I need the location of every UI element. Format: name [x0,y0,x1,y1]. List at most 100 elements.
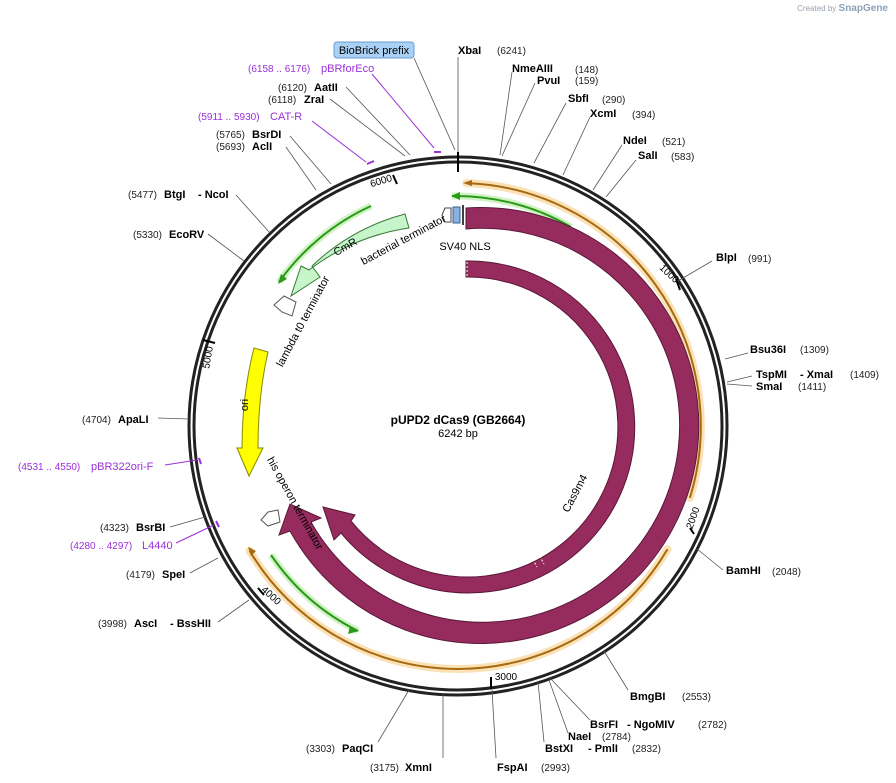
biobrick-leader [413,57,456,151]
primer-range: (6158 .. 6176) [248,64,310,75]
his-terminator-arrow [260,509,281,527]
cas9-feature [278,207,700,644]
enzyme-position: (159) [575,76,598,87]
primer-labels: (6158 .. 6176) pBRforEco (5911 .. 5930) … [18,63,374,552]
enzyme-name: PaqCI [342,743,373,755]
enzyme-labels: XbaI (6241) NmeAIII (148) PvuI (159) Sbf… [82,45,879,774]
enzyme-position: (5477) [128,190,157,201]
lambda-terminator-arrow [273,295,297,317]
primer-range: (4531 .. 4550) [18,462,80,473]
biobrick-badge-label: BioBrick prefix [339,45,410,57]
green-arc-top [451,194,572,228]
credit-prefix: Created by [797,4,837,13]
enzyme-name: XbaI [458,45,481,57]
enzyme-position: (4179) [126,570,155,581]
enzyme-position: (991) [748,254,771,265]
plasmid-name: pUPD2 dCas9 (GB2664) [391,413,526,427]
enzyme-name: - NgoMIV [627,719,675,731]
enzyme-name: XmnI [405,762,432,774]
enzyme-position: (2993) [541,763,570,774]
enzyme-name: AatII [314,82,338,94]
enzyme-name: BlpI [716,252,737,264]
enzyme-position: (2784) [602,732,631,743]
ruler-label-3000: 3000 [495,672,518,683]
enzyme-position: (1411) [798,382,826,393]
green-arrowhead-left [278,274,287,284]
cmr-feature [290,213,410,298]
enzyme-position: (2048) [772,567,801,578]
enzyme-position: (5693) [216,142,245,153]
enzyme-position: (6120) [278,83,307,94]
enzyme-name: PvuI [537,75,560,87]
enzyme-name: - XmaI [800,369,833,381]
green-arrowhead-bottom [348,626,359,634]
enzyme-position: (4704) [82,415,111,426]
enzyme-name: BtgI [164,189,185,201]
enzyme-position: (5765) [216,130,245,141]
sv40-label: SV40 NLS [439,241,490,253]
enzyme-name: BsrBI [136,522,165,534]
enzyme-position: (148) [575,65,598,76]
plasmid-length: 6242 bp [438,428,478,440]
enzyme-name: NmeAIII [512,63,553,75]
enzyme-name: TspMI [756,369,787,381]
enzyme-position: (394) [632,110,655,121]
enzyme-name: SpeI [162,569,185,581]
primer-range: (4280 .. 4297) [70,541,132,552]
cas9m4-label: Cas9m4 [560,473,590,515]
enzyme-name: - BssHII [170,618,211,630]
enzyme-name: - PmlI [588,743,618,755]
enzyme-name: EcoRV [169,229,205,241]
enzyme-name: BsrDI [252,129,281,141]
enzyme-name: BstXI [545,743,573,755]
enzyme-position: (3303) [306,744,335,755]
green-arrowhead-top [451,192,460,200]
enzyme-position: (290) [602,95,625,106]
enzyme-name: SalI [638,150,658,162]
enzyme-name: Bsu36I [750,344,786,356]
primer-name: pBRforEco [321,63,374,75]
enzyme-name: ZraI [304,94,324,106]
primer-name: L4440 [142,540,173,552]
primer-name: CAT-R [270,111,302,123]
sv40-nls-feature [452,206,461,224]
enzyme-name: NaeI [568,731,591,743]
orange-arc-right [466,182,702,499]
enzyme-position: (3175) [370,763,399,774]
enzyme-name: ApaLI [118,414,149,426]
cas9m4-dash-a [528,551,538,568]
enzyme-leaders [157,57,753,759]
enzyme-name: BamHI [726,565,761,577]
enzyme-position: (6118) [268,95,296,106]
primer-range: (5911 .. 5930) [198,112,260,123]
enzyme-position: (2832) [632,744,661,755]
ori-feature [236,347,269,478]
ruler-label-5000: 5000 [201,345,216,369]
orange-arc-bottom [248,548,669,670]
enzyme-position: (1409) [850,370,879,381]
green-arc-bottom [270,554,359,632]
enzyme-name: - NcoI [198,189,229,201]
green-arc-left [278,205,372,283]
enzyme-position: (6241) [497,46,526,57]
cmr-label: CmR [332,236,360,259]
ruler-label-2000: 2000 [685,505,703,530]
enzyme-name: NdeI [623,135,647,147]
enzyme-position: (5330) [133,230,162,241]
orange-arrowhead-right [463,180,472,186]
enzyme-position: (3998) [98,619,127,630]
enzyme-name: XcmI [590,108,616,120]
biobrick-badge [333,41,415,59]
ruler-ticks [202,174,695,689]
enzyme-name: BmgBI [630,691,665,703]
enzyme-position: (1309) [800,345,829,356]
enzyme-name: AscI [134,618,157,630]
enzyme-position: (2782) [698,720,727,731]
enzyme-name: FspAI [497,762,528,774]
snapgene-credit: Created by SnapGene [797,3,888,14]
enzyme-name: SbfI [568,93,589,105]
sv40-arrow-shape [441,207,452,223]
enzyme-position: (2553) [682,692,711,703]
enzyme-position: (521) [662,137,685,148]
